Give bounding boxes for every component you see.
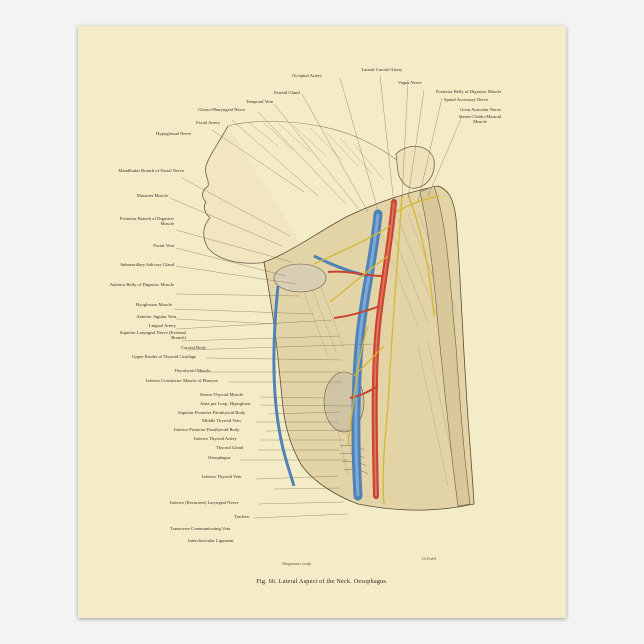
label-recurrent-laryngeal-nerve: Inferior (Recurrent) Laryngeal Nerve (170, 500, 239, 505)
label-great-auricular-nerve: Great Auricular Nerve (460, 107, 502, 112)
label-anterior-jugular-vein: Anterior Jugular Vein (136, 314, 176, 319)
label-lateral-carotid-artery: Lateral Carotid Artery (361, 67, 403, 72)
label-parotid-gland: Parotid Gland (274, 90, 300, 95)
label-posterior-branch-digastric: Posterior Branch of Digastric Muscle (120, 216, 174, 226)
label-posterior-belly-digastric: Posterior Belly of Digastric Muscle (436, 89, 502, 94)
label-facial-vein: Facial Vein (153, 243, 174, 248)
label-glosso-pharyngeal-nerve: Glosso-Pharyngeal Nerve (198, 107, 246, 112)
label-inferior-thyroid-artery: Inferior Thyroid Artery (194, 436, 237, 441)
neck-illustration (169, 75, 475, 519)
label-spinal-accessory-nerve: Spinal Accessory Nerve (444, 97, 489, 102)
label-vagus-nerve: Vagus Nerve (398, 80, 422, 85)
poster: Occipital Artery Lateral Carotid Artery … (78, 26, 566, 618)
label-upper-border-thyroid: Upper Border of Thyroid Cartilage (132, 354, 197, 359)
figure-caption: Fig. 66. Lateral Aspect of the Neck. Oes… (256, 578, 388, 585)
label-oesophagus: Oesophagus (208, 455, 231, 460)
label-facial-artery: Facial Artery (196, 120, 221, 125)
label-hyoglossus-muscle: Hyoglossus Muscle (135, 302, 172, 307)
label-inferior-thyroid-vein: Inferior Thyroid Vein (202, 474, 242, 479)
label-inferior-parathyroid: Inferior Posterior Parathyroid Body (174, 427, 240, 432)
label-masseter-muscle: Masseter Muscle (136, 193, 168, 198)
label-temporal-vein: Temporal Vein (246, 99, 274, 104)
label-middle-thyroid-vein: Middle Thyroid Vein (202, 418, 241, 423)
label-submaxillary-gland: Submaxillary Salivary Gland (120, 262, 174, 267)
label-lingual-artery: Lingual Artery (148, 323, 176, 328)
artist-signature: Gr.Fuhrl. (422, 556, 438, 561)
label-anterior-belly-digastric: Anterior Belly of Digastric Muscle (109, 282, 174, 287)
label-hypoglossal-nerve: Hypoglossal Nerve (156, 131, 192, 136)
label-superior-laryngeal-nerve: Superior Laryngeal Nerve (External Branc… (119, 330, 186, 340)
engraver-signature: Wingammer sculp. (282, 561, 312, 566)
label-ansa-hypoglossi: Ansa per Loop. Hypoglossi (200, 401, 251, 406)
label-sterno-cleido-mastoid: Sterno-Cleido-Mastoid Muscle (458, 114, 502, 124)
label-interclavicular-ligament: Interclavicular Ligament (188, 538, 234, 543)
label-thyroid-gland: Thyroid Gland (216, 445, 244, 450)
label-thyrohyoid-muscle: Thyrohyoid Muscle (174, 368, 211, 373)
label-transverse-communicating-vein: Transverse Communicating Vein (170, 526, 231, 531)
label-trachea: Trachea (234, 514, 249, 519)
label-occipital-artery: Occipital Artery (292, 73, 322, 78)
label-superior-parathyroid: Superior Posterior Parathyroid Body (178, 410, 246, 415)
label-sterno-thyroid: Sterno-Thyroid Muscle (200, 392, 243, 397)
label-inferior-constrictor: Inferior Constrictor Muscle of Pharynx (146, 378, 218, 383)
label-carotid-body: Carotid Body (181, 345, 206, 350)
label-mandibular-branch: Mandibular Branch of Facial Nerve (118, 168, 184, 173)
